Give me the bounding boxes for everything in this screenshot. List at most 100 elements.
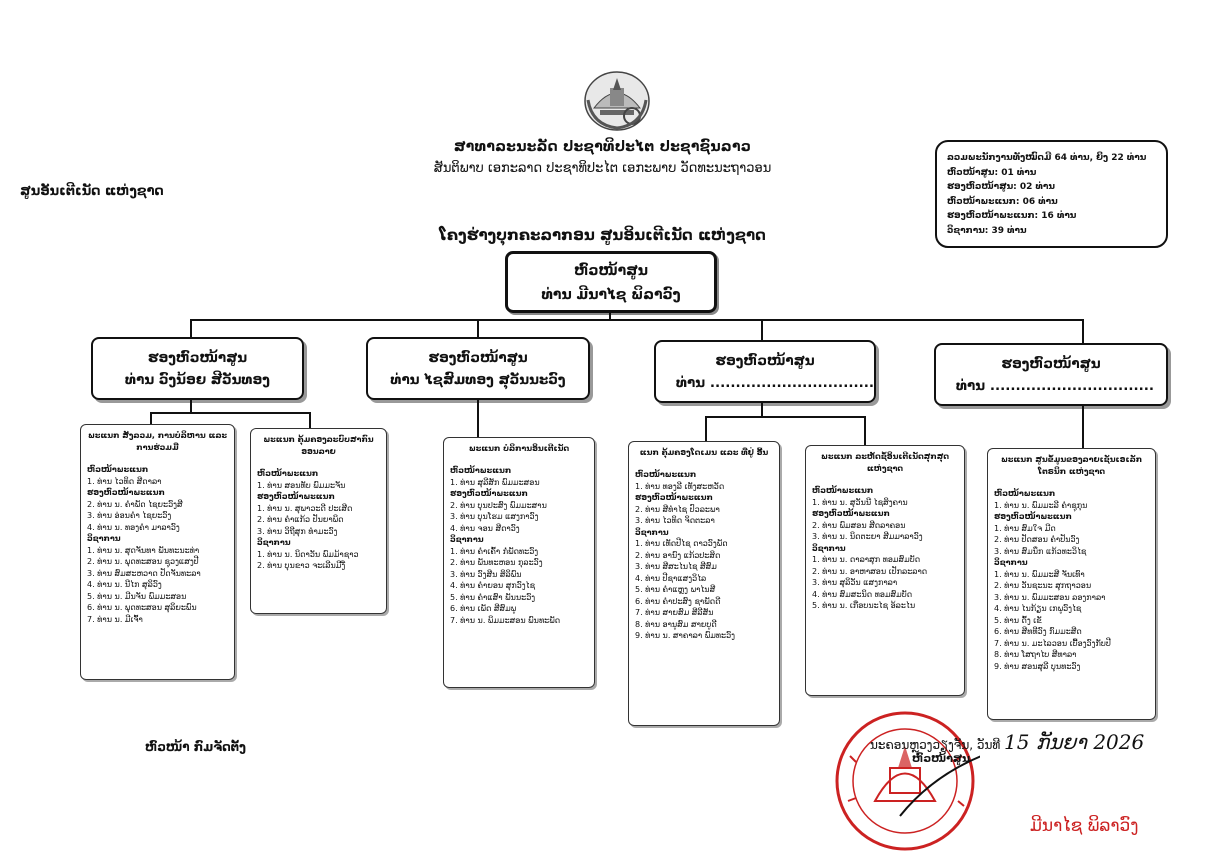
staff-item: 7. ທ່ານ ນ. ມີເຈົ້າ (87, 614, 143, 624)
section-heading: ຫົວໜ້າພະແນກ (635, 470, 697, 479)
department-panel-3: ພະແນກ ບໍລິການອິນເຕີເນັດ ຫົວໜ້າພະແນກ 1. ທ… (443, 437, 595, 688)
staff-item: 4. ທ່ານ ນ. ນີໄກ ສຸລິວົງ (87, 580, 162, 589)
section-heading: ວິຊາການ (450, 535, 484, 544)
section-heading: ຫົວໜ້າພະແນກ (812, 486, 874, 495)
signer-role: ຫົວໜ້າສູນ (912, 752, 971, 765)
section-heading: ຮອງຫົວໜ້າພະແນກ (812, 509, 890, 518)
connector-line (705, 416, 707, 441)
department-panel-5: ພະແນກ ລະຫັດຊໍ້ອິນເຕີເນັດສຸກສຸດ ແຫ່ງຊາດ ຫ… (805, 445, 965, 696)
section-heading: ຮອງຫົວໜ້າພະແນກ (450, 489, 528, 498)
section-heading: ວິຊາການ (812, 543, 846, 553)
staff-item: 7. ທ່ານ ນ. ມະໄລວອນ ເບື້ອງວົງກັບປີ (994, 638, 1111, 648)
staff-item: 4. ທ່ານ ສົມສະນິດ ທອມສົມບັດ (812, 589, 913, 599)
staff-item: 2. ທ່ານ ບຸນປະສົງ ພົມມະສານ (450, 500, 547, 510)
department-title: ແນກ ຄຸ້ມຄອງໂດເມນ ແລະ ທີ່ຢູ່ ອີ້ນ (639, 448, 769, 457)
connector-line (150, 412, 152, 424)
connector-line (761, 319, 763, 341)
staff-item: 7. ທ່ານ ສາຍສົມ ສີລີສັນ (635, 608, 714, 617)
date-handwritten: 15 ກັນຍາ 2026 (1004, 730, 1145, 754)
staff-item: 1. ທ່ານ ໄວທິດ ສີດາລາ (87, 476, 162, 486)
staff-item: 2. ທ່ານ ນ. ອາຫາສອນ ເປັກລະລາດ (812, 566, 928, 576)
date-prefix: ນະຄອນຫຼວງວຽງຈັນ, ວັນທີ (870, 738, 1001, 752)
section-heading: ຫົວໜ້າພະແນກ (257, 469, 319, 478)
staff-item: 1. ທ່ານ ເທັດປີໄຊ ດາວວົງພັດ (635, 539, 728, 548)
staff-item: 5. ທ່ານ ດົ້ງ ເຂັ (994, 615, 1042, 625)
staff-item: 4. ທ່ານ ຄຳຍອນ ສຸກວົງໄຊ (450, 581, 536, 590)
staff-item: 1. ທ່ານ ສົມໃຈ ມີດ (994, 523, 1056, 533)
section-heading: ວິຊາການ (87, 534, 121, 543)
staff-item: 5. ທ່ານ ຄຳແຫຼງ ພາໄນສີ (635, 585, 716, 594)
staff-item: 3. ທ່ານ ໄວທິດ ຈິດຕະລາ (635, 516, 715, 525)
connector-line (1082, 406, 1084, 448)
staff-item: 1. ທ່ານ ທອງລີ ເທັງສະຫວັດ (635, 481, 725, 491)
section-heading: ຮອງຫົວໜ້າພະແນກ (994, 512, 1072, 521)
staff-item: 3. ທ່ານ ສົມສະຫວາດ ປັດຈັນທະລາ (87, 568, 201, 578)
chart-title: ໂຄງຮ່າງບຸກຄະລາກອນ ສູນອິນເຕີເນັດ ແຫ່ງຊາດ (439, 226, 766, 244)
national-emblem-icon (584, 71, 650, 131)
section-heading: ຮອງຫົວໜ້າພະແນກ (87, 488, 165, 497)
stats-line: ຮອງຫົວໜ້າສູນ: 02 ທ່ານ (947, 182, 1055, 192)
department-title: ພະແນກ ຄຸ້ມຄອງລະບົບສາກົນ ອອນລາຍ (263, 435, 374, 456)
department-title: ພະແນກ ສັງລວມ, ການບໍລິຫານ ແລະ ການຮ່ວມມື (87, 431, 228, 452)
staff-item: 3. ທ່ານ ນ. ພົມມະສອນ ລອງກາລາ (994, 592, 1106, 602)
staff-item: 9. ທ່ານ ສອນສຸລີ ບຸນທະວົງ (994, 661, 1081, 671)
staff-item: 4. ທ່ານ ຈອນ ສີດາວົງ (450, 523, 520, 533)
stats-line: ຮອງຫົວໜ້າພະແນກ: 16 ທ່ານ (947, 211, 1077, 221)
staff-item: 2. ທ່ານ ພົມສອນ ສີດລາຄອນ (812, 520, 906, 530)
staff-item: 3. ທ່ານ ນ. ນິດຕະຍາ ສີມມາລາວົງ (812, 532, 923, 541)
department-panel-6: ພະແນກ ສູນຂໍ້ມູນຂອງລາຍເຊັນເອເລັກໂຕຣນິກ ແຫ… (987, 448, 1156, 720)
staff-item: 2. ທ່ານ ນ. ພຸດທະສອນ ຊຸວງແສງປີ (87, 557, 199, 566)
staff-item: 1. ທ່ານ ນ. ດາລາສຸກ ທອມສົມບັດ (812, 555, 921, 564)
staff-item: 1. ທ່ານ ນ. ພົມມະລີ ຄຳຊຸກຸນ (994, 500, 1088, 510)
deputy-box-3: ຮອງຫົວໜ້າສູນ ທ່ານ ......................… (654, 340, 876, 403)
connector-line (1082, 319, 1084, 344)
staff-item: 2. ທ່ານ ປັດສອນ ຄຳປັນວົງ (994, 535, 1080, 544)
stats-line: ລວມພະນັກງານທັງໝົດມີ 64 ທ່ານ, ຍິງ 22 ທ່ານ (947, 153, 1147, 163)
staff-item: 2. ທ່ານ ຄຳແກ້ວ ປັນຍາພິດ (257, 515, 344, 524)
staff-item: 6. ທ່ານ ນ. ພຸດທະສອນ ສຸລິຍະພົນ (87, 603, 197, 612)
department-panel-1: ພະແນກ ສັງລວມ, ການບໍລິຫານ ແລະ ການຮ່ວມມື ຫ… (80, 424, 235, 680)
staff-item: 6. ທ່ານ ຄຳປະສົງ ຊາພັດດີ (635, 596, 721, 606)
connector-line (150, 412, 310, 414)
section-heading: ຫົວໜ້າພະແນກ (994, 489, 1056, 498)
staff-item: 3. ທ່ານ ອ່ອນຄຳ ໄຊຍະວົງ (87, 511, 172, 520)
director-title: ຫົວໜ້າສູນ (574, 263, 648, 279)
staff-item: 1. ທ່ານ ສຸລີສັກ ພົມມະສອນ (450, 477, 540, 487)
staff-item: 5. ທ່ານ ນ. ມີນຈັນ ພົມມະສອນ (87, 591, 187, 601)
staff-item: 1. ທ່ານ ສອນທັບ ພົມມະຈັນ (257, 480, 346, 490)
deputy-name: ທ່ານ ໄຊສົມທອງ ສຸວັນນະວົງ (390, 372, 566, 388)
staff-item: 1. ທ່ານ ນ. ພົມມະສີ ຈັນເທົາ (994, 569, 1085, 579)
nation-heading: ສາທາລະນະລັດ ປະຊາທິປະໄຕ ປະຊາຊົນລາວ (453, 139, 752, 155)
staff-item: 8. ທ່ານ ອານູສົມ ສາຍບູດີ (635, 619, 717, 629)
connector-line (477, 400, 479, 437)
staff-item: 4. ທ່ານ ນ. ທອງຄຳ ມາລາວົງ (87, 522, 180, 532)
director-name: ທ່ານ ມີນາໄຊ ພິລາວົງ (541, 287, 681, 303)
connector-line (190, 319, 1083, 321)
department-title: ພະແນກ ບໍລິການອິນເຕີເນັດ (468, 444, 570, 453)
department-panel-2: ພະແນກ ຄຸ້ມຄອງລະບົບສາກົນ ອອນລາຍ ຫົວໜ້າພະແ… (250, 428, 387, 614)
stats-line: ຫົວໜ້າພະແນກ: 06 ທ່ານ (947, 196, 1058, 207)
connector-line (190, 400, 192, 413)
staff-item: 3. ທ່ານ ສຸລິວັນ ແສງກາລາ (812, 578, 898, 587)
deputy-title: ຮອງຫົວໜ້າສູນ (147, 350, 248, 366)
deputy-name: ທ່ານ ................................ (956, 378, 1154, 394)
section-heading: ຮອງຫົວໜ້າພະແນກ (635, 493, 713, 502)
deputy-box-2: ຮອງຫົວໜ້າສູນ ທ່ານ ໄຊສົມທອງ ສຸວັນນະວົງ (366, 337, 590, 400)
deputy-title: ຮອງຫົວໜ້າສູນ (1001, 356, 1101, 372)
section-heading: ວິຊາການ (635, 527, 669, 537)
staff-item: 3. ທ່ານ ສີສະໄນໄຊ ສີສົມ (635, 562, 717, 571)
staff-item: 5. ທ່ານ ນ. ເກືອບນະໄຊ ອ້ລະໄນ (812, 601, 916, 610)
staff-item: 4. ທ່ານ ໄນກ້ຽນ ເກພູວົງໄຊ (994, 604, 1082, 613)
staff-item: 1. ທ່ານ ນ. ສຸດຈັນທາ ພັນທະນະທ່າ (87, 545, 200, 555)
staff-item: 6. ທ່ານ ເພັດ ສີສົມພູ (450, 604, 517, 613)
staff-item: 3. ທ່ານ ບຸນໂຮມ ແສງກາວົງ (450, 512, 539, 521)
director-box: ຫົວໜ້າສູນ ທ່ານ ມີນາໄຊ ພິລາວົງ (505, 251, 717, 313)
staff-summary-box: ລວມພະນັກງານທັງໝົດມີ 64 ທ່ານ, ຍິງ 22 ທ່ານ… (935, 140, 1168, 248)
connector-line (477, 319, 479, 338)
section-heading: ຮອງຫົວໜ້າພະແນກ (257, 492, 335, 501)
signing-date: ນະຄອນຫຼວງວຽງຈັນ, ວັນທີ 15 ກັນຍາ 2026 (870, 730, 1144, 754)
staff-item: 2. ທ່ານ ວັນຊະນະ ສຸກຖາວອນ (994, 581, 1092, 590)
staff-item: 5. ທ່ານ ຄຳແສົາ ພັນນະວົງ (450, 592, 536, 602)
deputy-title: ຮອງຫົວໜ້າສູນ (715, 353, 815, 369)
section-heading: ວິຊາການ (994, 558, 1028, 567)
